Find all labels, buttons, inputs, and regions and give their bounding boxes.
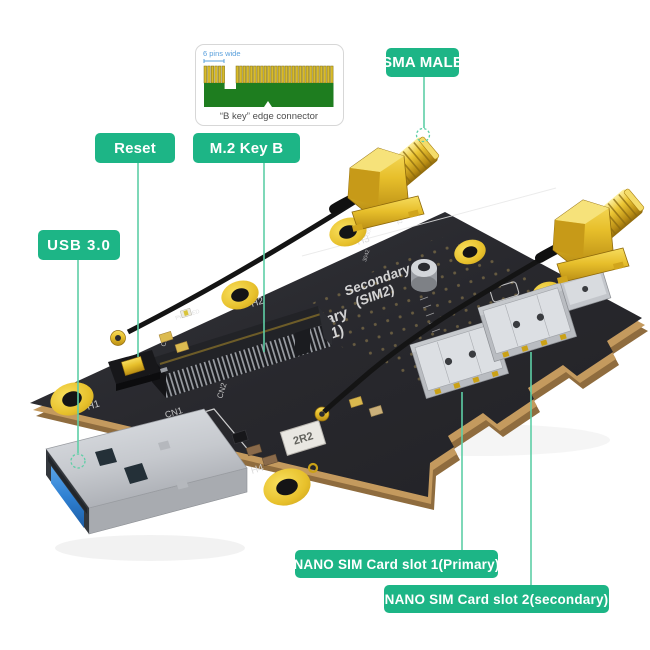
m2-slot	[152, 306, 332, 398]
mounting-hole-h1	[50, 382, 94, 416]
leader-sma-target	[415, 127, 431, 143]
mounting-hole-h4	[263, 468, 311, 506]
silk-3042: 3042	[362, 249, 371, 262]
callout-sma-male: SMA MALE	[382, 48, 463, 77]
pins-bracket	[203, 59, 225, 63]
components: 2R2	[108, 307, 384, 467]
callout-sim-slot-1: NANO SIM Card slot 1(Primary)	[293, 550, 499, 578]
silk-c9: C9	[160, 337, 169, 347]
ufl-connector-1	[110, 330, 126, 346]
reset-button	[108, 350, 168, 391]
silk-3052: 3052	[365, 223, 374, 236]
usb-connector	[45, 408, 248, 535]
inset-pins-note: 6 pins wide	[203, 49, 241, 58]
standoff	[411, 259, 437, 292]
svg-text:2R2: 2R2	[292, 430, 315, 447]
via-dots	[280, 236, 585, 390]
leader-usb-target	[70, 453, 86, 469]
edge-pins-right	[235, 65, 334, 84]
mounting-hole-a	[454, 239, 486, 265]
callout-reset: Reset	[95, 133, 175, 163]
sma-connector-2	[552, 185, 647, 285]
antenna-cable-2	[322, 241, 568, 414]
b-key-inset: 6 pins wide “B key” edge connector	[195, 44, 344, 126]
edge-pins-left	[203, 65, 225, 84]
via-ring	[307, 462, 319, 474]
leader-lines	[70, 77, 532, 585]
callout-m2-key-b: M.2 Key B	[193, 133, 300, 163]
silk-h4: H4	[250, 462, 266, 476]
callout-sim-slot-2: NANO SIM Card slot 2(secondary)	[384, 585, 609, 613]
sma-connector-1	[347, 133, 442, 233]
mounting-hole-h2	[221, 280, 259, 310]
edge-connector-body	[204, 83, 334, 107]
inset-caption: “B key” edge connector	[220, 111, 318, 122]
callout-usb-30: USB 3.0	[38, 230, 120, 260]
inductor-2r2: 2R2	[279, 420, 327, 456]
